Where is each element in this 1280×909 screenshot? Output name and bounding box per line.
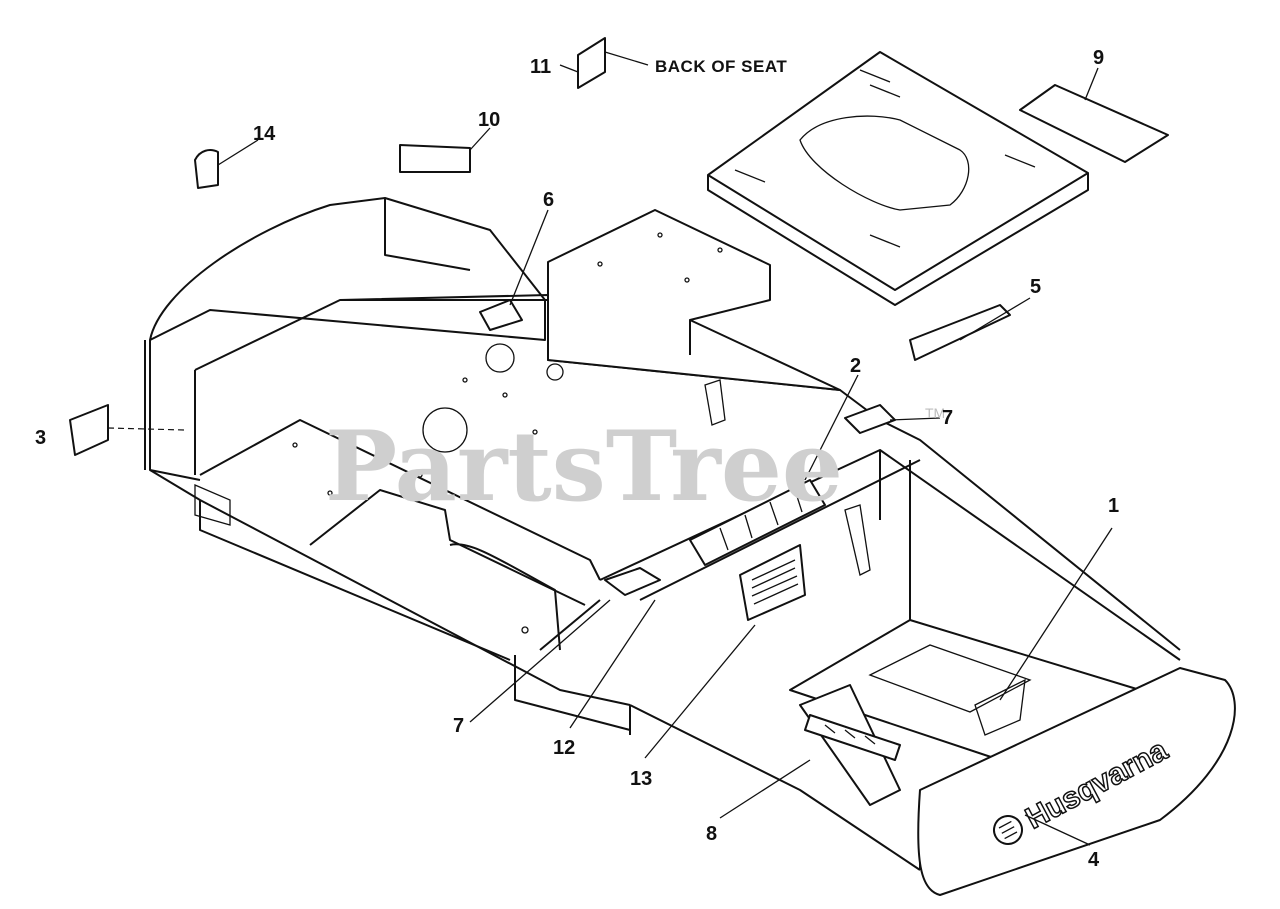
callout-1: 1 [1108,495,1119,517]
watermark: PartsTree TM [325,405,945,523]
decal-5 [909,304,1011,361]
watermark-tm: TM [925,405,945,421]
callout-5: 5 [1030,276,1041,298]
callout-10: 10 [478,109,500,131]
callout-9: 9 [1093,47,1104,69]
decal-13 [739,544,806,621]
callout-labels: 1 2 3 4 5 6 7 7 8 9 10 11 12 13 14 BACK … [35,47,1119,871]
callout-7-lower: 7 [453,715,464,737]
callout-12: 12 [553,737,575,759]
leader-lines [107,51,1113,846]
decal-14 [194,149,219,189]
watermark-text: PartsTree [325,410,843,523]
callout-8: 8 [706,823,717,845]
back-of-seat-note: BACK OF SEAT [655,57,787,76]
decal-6 [479,299,523,331]
height-gauge [844,504,871,576]
decal-9 [1019,84,1169,163]
decals [69,37,1169,806]
callout-2: 2 [850,355,861,377]
callout-14: 14 [253,123,276,145]
callout-13: 13 [630,768,652,790]
decal-2 [689,479,826,566]
seat-plate [707,51,1089,306]
callout-3: 3 [35,427,46,449]
callout-7-upper: 7 [942,407,953,429]
callout-4: 4 [1088,849,1100,871]
decal-7-upper [844,404,896,434]
front-shield: Husqvarna [917,667,1236,896]
decal-12 [604,567,661,596]
decal-10 [399,144,471,173]
seat-mount-box [547,209,841,426]
decal-11 [577,37,606,89]
callout-11: 11 [530,56,551,78]
callout-6: 6 [543,189,554,211]
decal-3 [69,404,109,456]
